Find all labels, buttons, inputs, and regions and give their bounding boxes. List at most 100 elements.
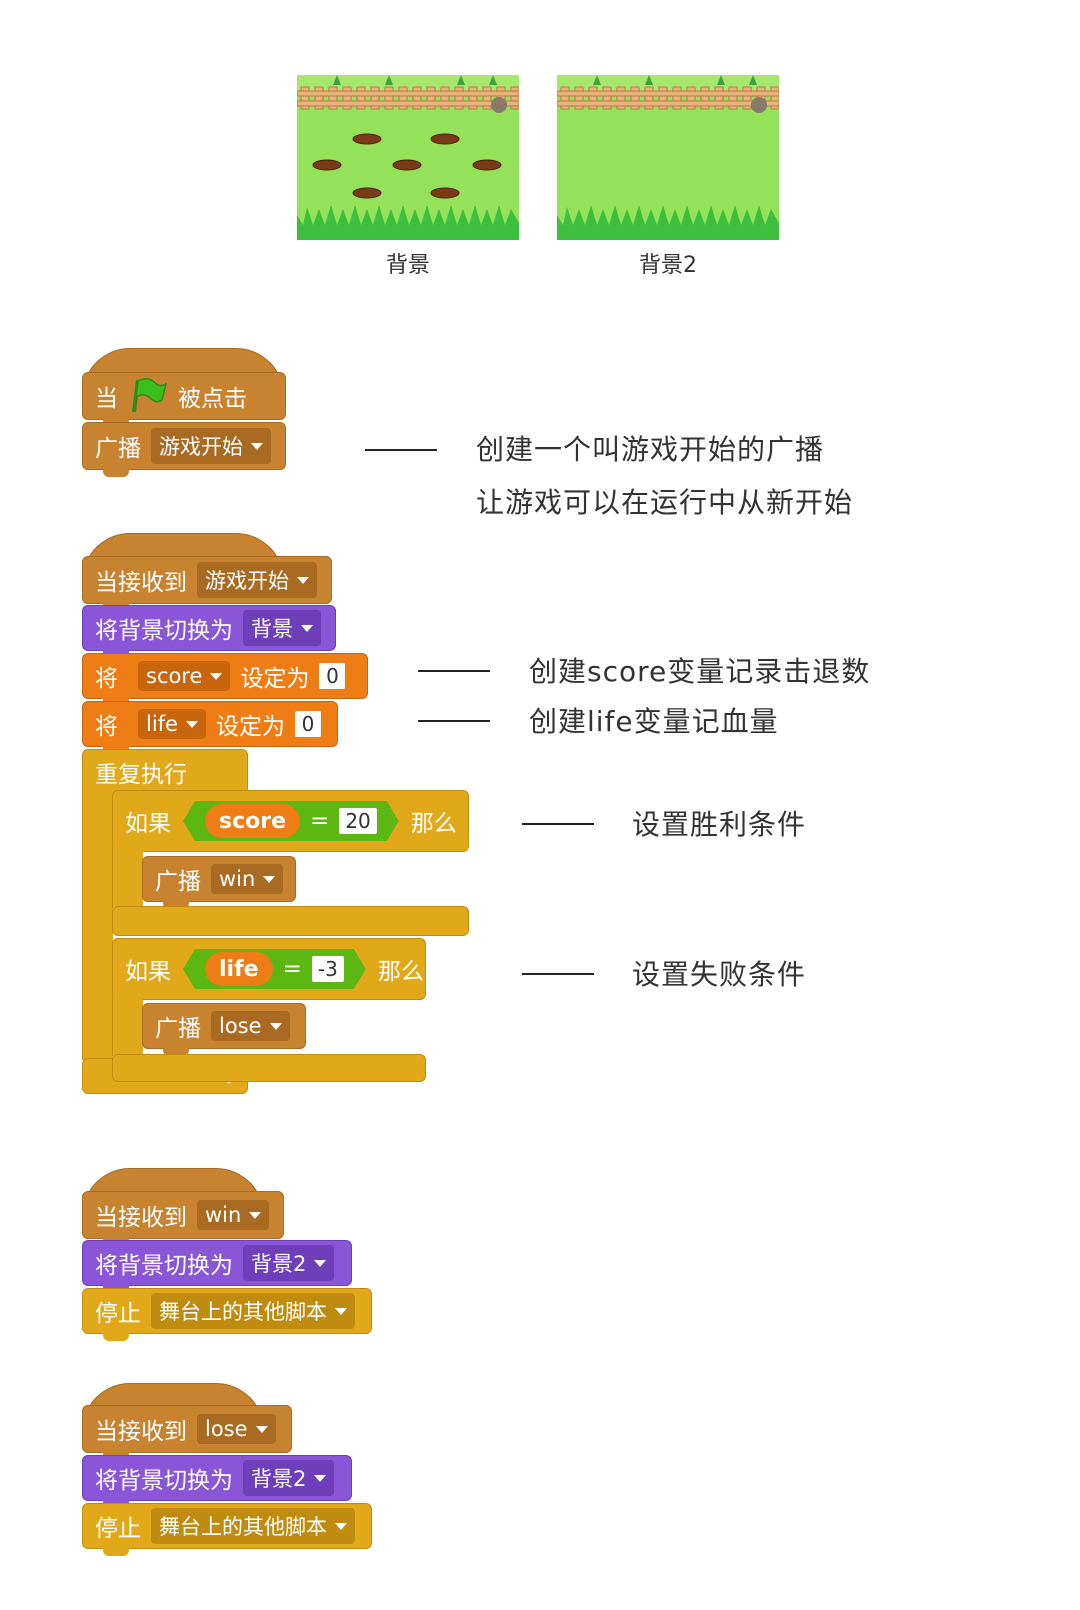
switch-backdrop-label: 将背景切换为 [95,1253,233,1279]
stop-label: 停止 [95,1516,141,1542]
dropdown-value: 游戏开始 [159,435,243,459]
equals-operator[interactable]: score = 20 [183,801,399,841]
receive-message-dropdown[interactable]: win [197,1200,270,1230]
if-block-arm [112,996,143,1056]
switch-backdrop-label: 将背景切换为 [95,1468,233,1494]
backdrop-thumbnail-2[interactable] [557,75,779,240]
stop-block[interactable]: 停止 舞台上的其他脚本 [82,1288,372,1341]
dropdown-arrow-icon [335,1522,347,1530]
then-label: 那么 [410,811,457,837]
dropdown-value: lose [205,1417,248,1441]
backdrop-dropdown[interactable]: 背景 [243,610,321,646]
if-label: 如果 [125,811,171,837]
annotation-text: 创建life变量记血量 [529,705,779,738]
set-label: 将 [95,714,118,740]
dropdown-value: 背景2 [251,1467,307,1491]
compare-value-input[interactable]: 20 [339,808,376,834]
backdrop-dropdown[interactable]: 背景2 [243,1460,335,1496]
switch-backdrop-block[interactable]: 将背景切换为 背景 [82,605,336,658]
broadcast-message-dropdown[interactable]: win [211,864,284,894]
backdrop-image-holes [297,75,519,240]
dropdown-arrow-icon [314,1474,327,1482]
annotation-text: 创建一个叫游戏开始的广播 [476,433,825,466]
broadcast-label: 广播 [155,869,201,895]
annotation-line [418,670,490,672]
broadcast-block[interactable]: 广播 win [142,856,296,909]
when-receive-block[interactable]: 当接收到 游戏开始 [82,556,332,611]
dropdown-arrow-icon [301,624,313,632]
dropdown-value: lose [219,1014,262,1038]
dropdown-value: life [146,712,178,736]
dropdown-arrow-icon [263,875,276,883]
annotation-text: 创建score变量记录击退数 [529,655,871,688]
when-receive-label: 当接收到 [95,1419,187,1445]
switch-backdrop-block[interactable]: 将背景切换为 背景2 [82,1455,352,1508]
dropdown-value: 背景2 [251,1252,307,1276]
equals-operator[interactable]: life = -3 [183,949,366,989]
variable-dropdown[interactable]: score [138,661,231,691]
backdrop-image-plain [557,75,779,240]
clicked-label: 被点击 [178,386,247,412]
backdrop-label: 背景 [385,253,430,278]
annotation-line [522,973,594,975]
dropdown-arrow-icon [335,1307,347,1315]
broadcast-label: 广播 [95,436,141,462]
switch-backdrop-label: 将背景切换为 [95,618,233,644]
dropdown-arrow-icon [185,720,198,728]
stop-option-dropdown[interactable]: 舞台上的其他脚本 [151,1293,355,1329]
if-label: 如果 [125,959,171,985]
switch-backdrop-block[interactable]: 将背景切换为 背景2 [82,1240,352,1293]
if-block[interactable]: 如果 score = 20 那么 [112,790,469,852]
annotation-text: 让游戏可以在运行中从新开始 [476,486,854,519]
set-variable-block[interactable]: 将 life 设定为 0 [82,701,338,754]
dropdown-arrow-icon [249,1211,262,1219]
when-receive-label: 当接收到 [95,1205,187,1231]
receive-message-dropdown[interactable]: lose [197,1414,276,1444]
backdrop-dropdown[interactable]: 背景2 [243,1245,335,1281]
dropdown-value: win [205,1203,242,1227]
forever-block-arm [82,790,113,1060]
annotation-text: 设置胜利条件 [632,808,807,841]
broadcast-message-dropdown[interactable]: 游戏开始 [151,428,271,464]
variable-reporter[interactable]: life [205,952,273,986]
stop-block[interactable]: 停止 舞台上的其他脚本 [82,1503,372,1556]
green-flag-icon [132,378,168,413]
set-to-label: 设定为 [240,666,310,692]
dropdown-value: score [146,664,203,688]
set-to-label: 设定为 [215,714,285,740]
broadcast-block[interactable]: 广播 lose [142,1003,306,1056]
if-block-bottom [112,1054,426,1082]
dropdown-arrow-icon [255,1425,268,1433]
dropdown-value: 舞台上的其他脚本 [159,1515,327,1539]
variable-reporter[interactable]: score [205,804,300,838]
value-input[interactable]: 0 [319,663,346,689]
forever-block[interactable]: 重复执行 [82,749,248,795]
if-block-arm [112,848,143,908]
compare-value-input[interactable]: -3 [312,956,344,982]
annotation-line [522,823,594,825]
if-block[interactable]: 如果 life = -3 那么 [112,938,426,1000]
when-label: 当 [95,386,118,412]
stop-option-dropdown[interactable]: 舞台上的其他脚本 [151,1508,355,1544]
dropdown-arrow-icon [210,672,223,680]
if-block-bottom [112,906,469,936]
dropdown-value: win [219,867,256,891]
backdrop-thumbnail-1[interactable]: 背景 [297,75,519,240]
set-label: 将 [95,666,118,692]
dropdown-value: 背景 [251,617,293,641]
receive-message-dropdown[interactable]: 游戏开始 [197,562,317,598]
set-variable-block[interactable]: 将 score 设定为 0 [82,653,368,706]
annotation-line [365,449,437,451]
broadcast-message-dropdown[interactable]: lose [211,1011,290,1041]
then-label: 那么 [377,959,424,985]
operator-sign: = [282,956,302,982]
value-input[interactable]: 0 [294,711,321,737]
when-receive-block[interactable]: 当接收到 lose [82,1405,292,1460]
annotation-line [418,720,490,722]
dropdown-value: 游戏开始 [205,569,289,593]
when-receive-label: 当接收到 [95,570,187,596]
when-receive-block[interactable]: 当接收到 win [82,1191,284,1246]
broadcast-block[interactable]: 广播 游戏开始 [82,422,286,477]
variable-dropdown[interactable]: life [138,709,206,739]
when-flag-clicked-block[interactable]: 当 被点击 [82,372,286,427]
